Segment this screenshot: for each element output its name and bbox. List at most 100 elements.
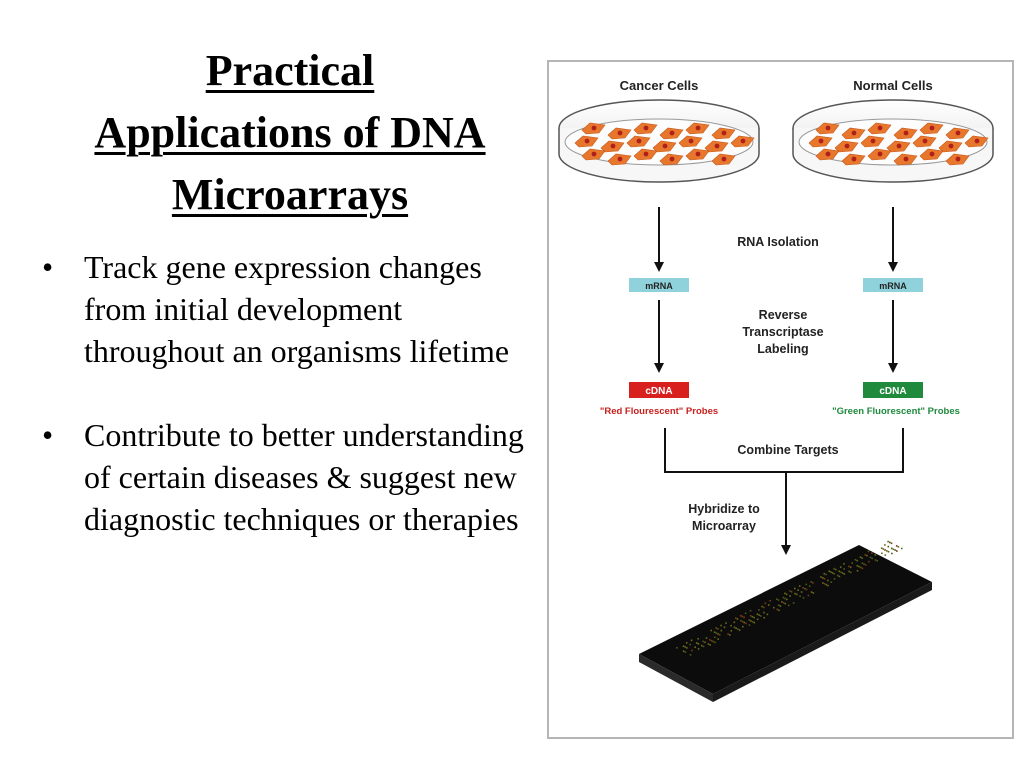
microarray-spot <box>871 557 873 560</box>
microarray-spot <box>812 582 814 584</box>
microarray-spot <box>789 595 791 597</box>
microarray-spot <box>739 614 742 617</box>
microarray-spot <box>761 605 763 608</box>
microarray-spot <box>767 604 770 606</box>
microarray-spot <box>882 548 885 550</box>
microarray-spot <box>895 545 898 547</box>
microarray-spot <box>782 601 785 604</box>
rt-label-line-3: Labeling <box>757 342 808 356</box>
microarray-spot <box>743 616 745 619</box>
microarray-spot <box>735 627 737 630</box>
microarray-spot <box>789 590 791 592</box>
microarray-spot <box>715 632 718 634</box>
cell-nucleus-icon <box>851 156 857 162</box>
microarray-spot <box>856 570 859 572</box>
rt-label-line-2: Transcriptase <box>742 325 823 339</box>
microarray-spot <box>690 639 693 642</box>
mrna-right-label: mRNA <box>879 281 907 291</box>
microarray-spot <box>823 572 826 575</box>
mrna-left-box: mRNA <box>629 278 689 292</box>
cell-nucleus-icon <box>740 138 746 144</box>
microarray-spot <box>843 573 846 575</box>
cell-nucleus-icon <box>721 156 727 162</box>
cell-nucleus-icon <box>825 125 831 131</box>
microarray-spot <box>802 597 805 599</box>
microarray-spot <box>751 615 754 618</box>
microarray-spot <box>820 576 822 578</box>
microarray-spot <box>784 602 787 605</box>
microarray-spot <box>827 579 829 582</box>
cdna-left-box: cDNA <box>629 382 689 398</box>
microarray-spot <box>891 552 893 555</box>
microarray-spot <box>758 609 760 611</box>
microarray-spot <box>776 598 778 600</box>
microarray-spot <box>760 615 762 617</box>
microarray-spot <box>861 562 864 564</box>
microarray-spot <box>859 556 862 558</box>
microarray-spot <box>795 593 798 596</box>
microarray-spot <box>766 613 769 616</box>
cell-nucleus-icon <box>617 156 623 162</box>
microarray-spot <box>787 604 790 607</box>
microarray-spot <box>763 606 765 609</box>
cdna-right-box: cDNA <box>863 382 923 398</box>
microarray-spot <box>838 575 841 578</box>
microarray-spot <box>758 614 760 616</box>
microarray-spot <box>784 597 786 600</box>
microarray-spot <box>828 570 830 572</box>
cell-nucleus-icon <box>721 130 727 136</box>
cell-nucleus-icon <box>669 156 675 162</box>
microarray-spot <box>887 540 889 543</box>
microarray-spot <box>777 604 780 606</box>
cell-nucleus-icon <box>643 151 649 157</box>
microarray-spot <box>874 554 877 556</box>
microarray-spot <box>689 643 691 646</box>
microarray-spot <box>863 563 865 565</box>
microarray-spot <box>689 654 692 656</box>
cell-nucleus-icon <box>617 130 623 136</box>
microarray-spot <box>797 589 799 591</box>
microarray-spot <box>823 583 826 585</box>
microarray-spot <box>748 624 751 626</box>
microarray-spot <box>736 618 739 620</box>
microarray-spot <box>838 570 840 573</box>
microarray-spot <box>890 547 893 550</box>
microarray-spot <box>802 587 804 589</box>
microarray-spot <box>825 583 828 586</box>
cell-nucleus-icon <box>922 138 928 144</box>
microarray-spot <box>833 573 836 575</box>
microarray-spot <box>851 562 853 564</box>
microarray-spot <box>733 626 736 629</box>
cell-nucleus-icon <box>643 125 649 131</box>
cell-nucleus-icon <box>929 125 935 131</box>
microarray-spot <box>792 602 795 604</box>
microarray-spot <box>778 609 780 612</box>
normal-cells-dish-icon <box>792 99 994 183</box>
microarray-spot <box>784 592 786 595</box>
cell-nucleus-icon <box>974 138 980 144</box>
microarray-spot <box>712 640 715 643</box>
hybridize-label-line-1: Hybridize to <box>688 502 760 516</box>
microarray-spot <box>836 574 839 577</box>
microarray-spot <box>782 596 785 599</box>
cell-nucleus-icon <box>851 130 857 136</box>
microarray-spot <box>897 546 900 548</box>
microarray-spot <box>748 619 750 621</box>
cdna-right-label: cDNA <box>879 386 906 397</box>
microarray-spot <box>777 599 780 601</box>
microarray-spot <box>720 629 723 632</box>
microarray-spot <box>868 560 870 563</box>
microarray-spot <box>859 566 862 569</box>
cell-nucleus-icon <box>591 151 597 157</box>
microarray-spot <box>856 564 859 567</box>
microarray-spot <box>684 651 687 653</box>
microarray-spot <box>742 625 744 628</box>
microarray-spot <box>727 633 729 635</box>
microarray-spot <box>831 572 834 574</box>
combine-targets-label: Combine Targets <box>737 443 838 457</box>
rt-label-line-1: Reverse <box>759 308 808 322</box>
cell-nucleus-icon <box>844 143 850 149</box>
cell-nucleus-icon <box>929 151 935 157</box>
microarray-spot <box>682 650 685 653</box>
microarray-spot <box>804 587 806 590</box>
